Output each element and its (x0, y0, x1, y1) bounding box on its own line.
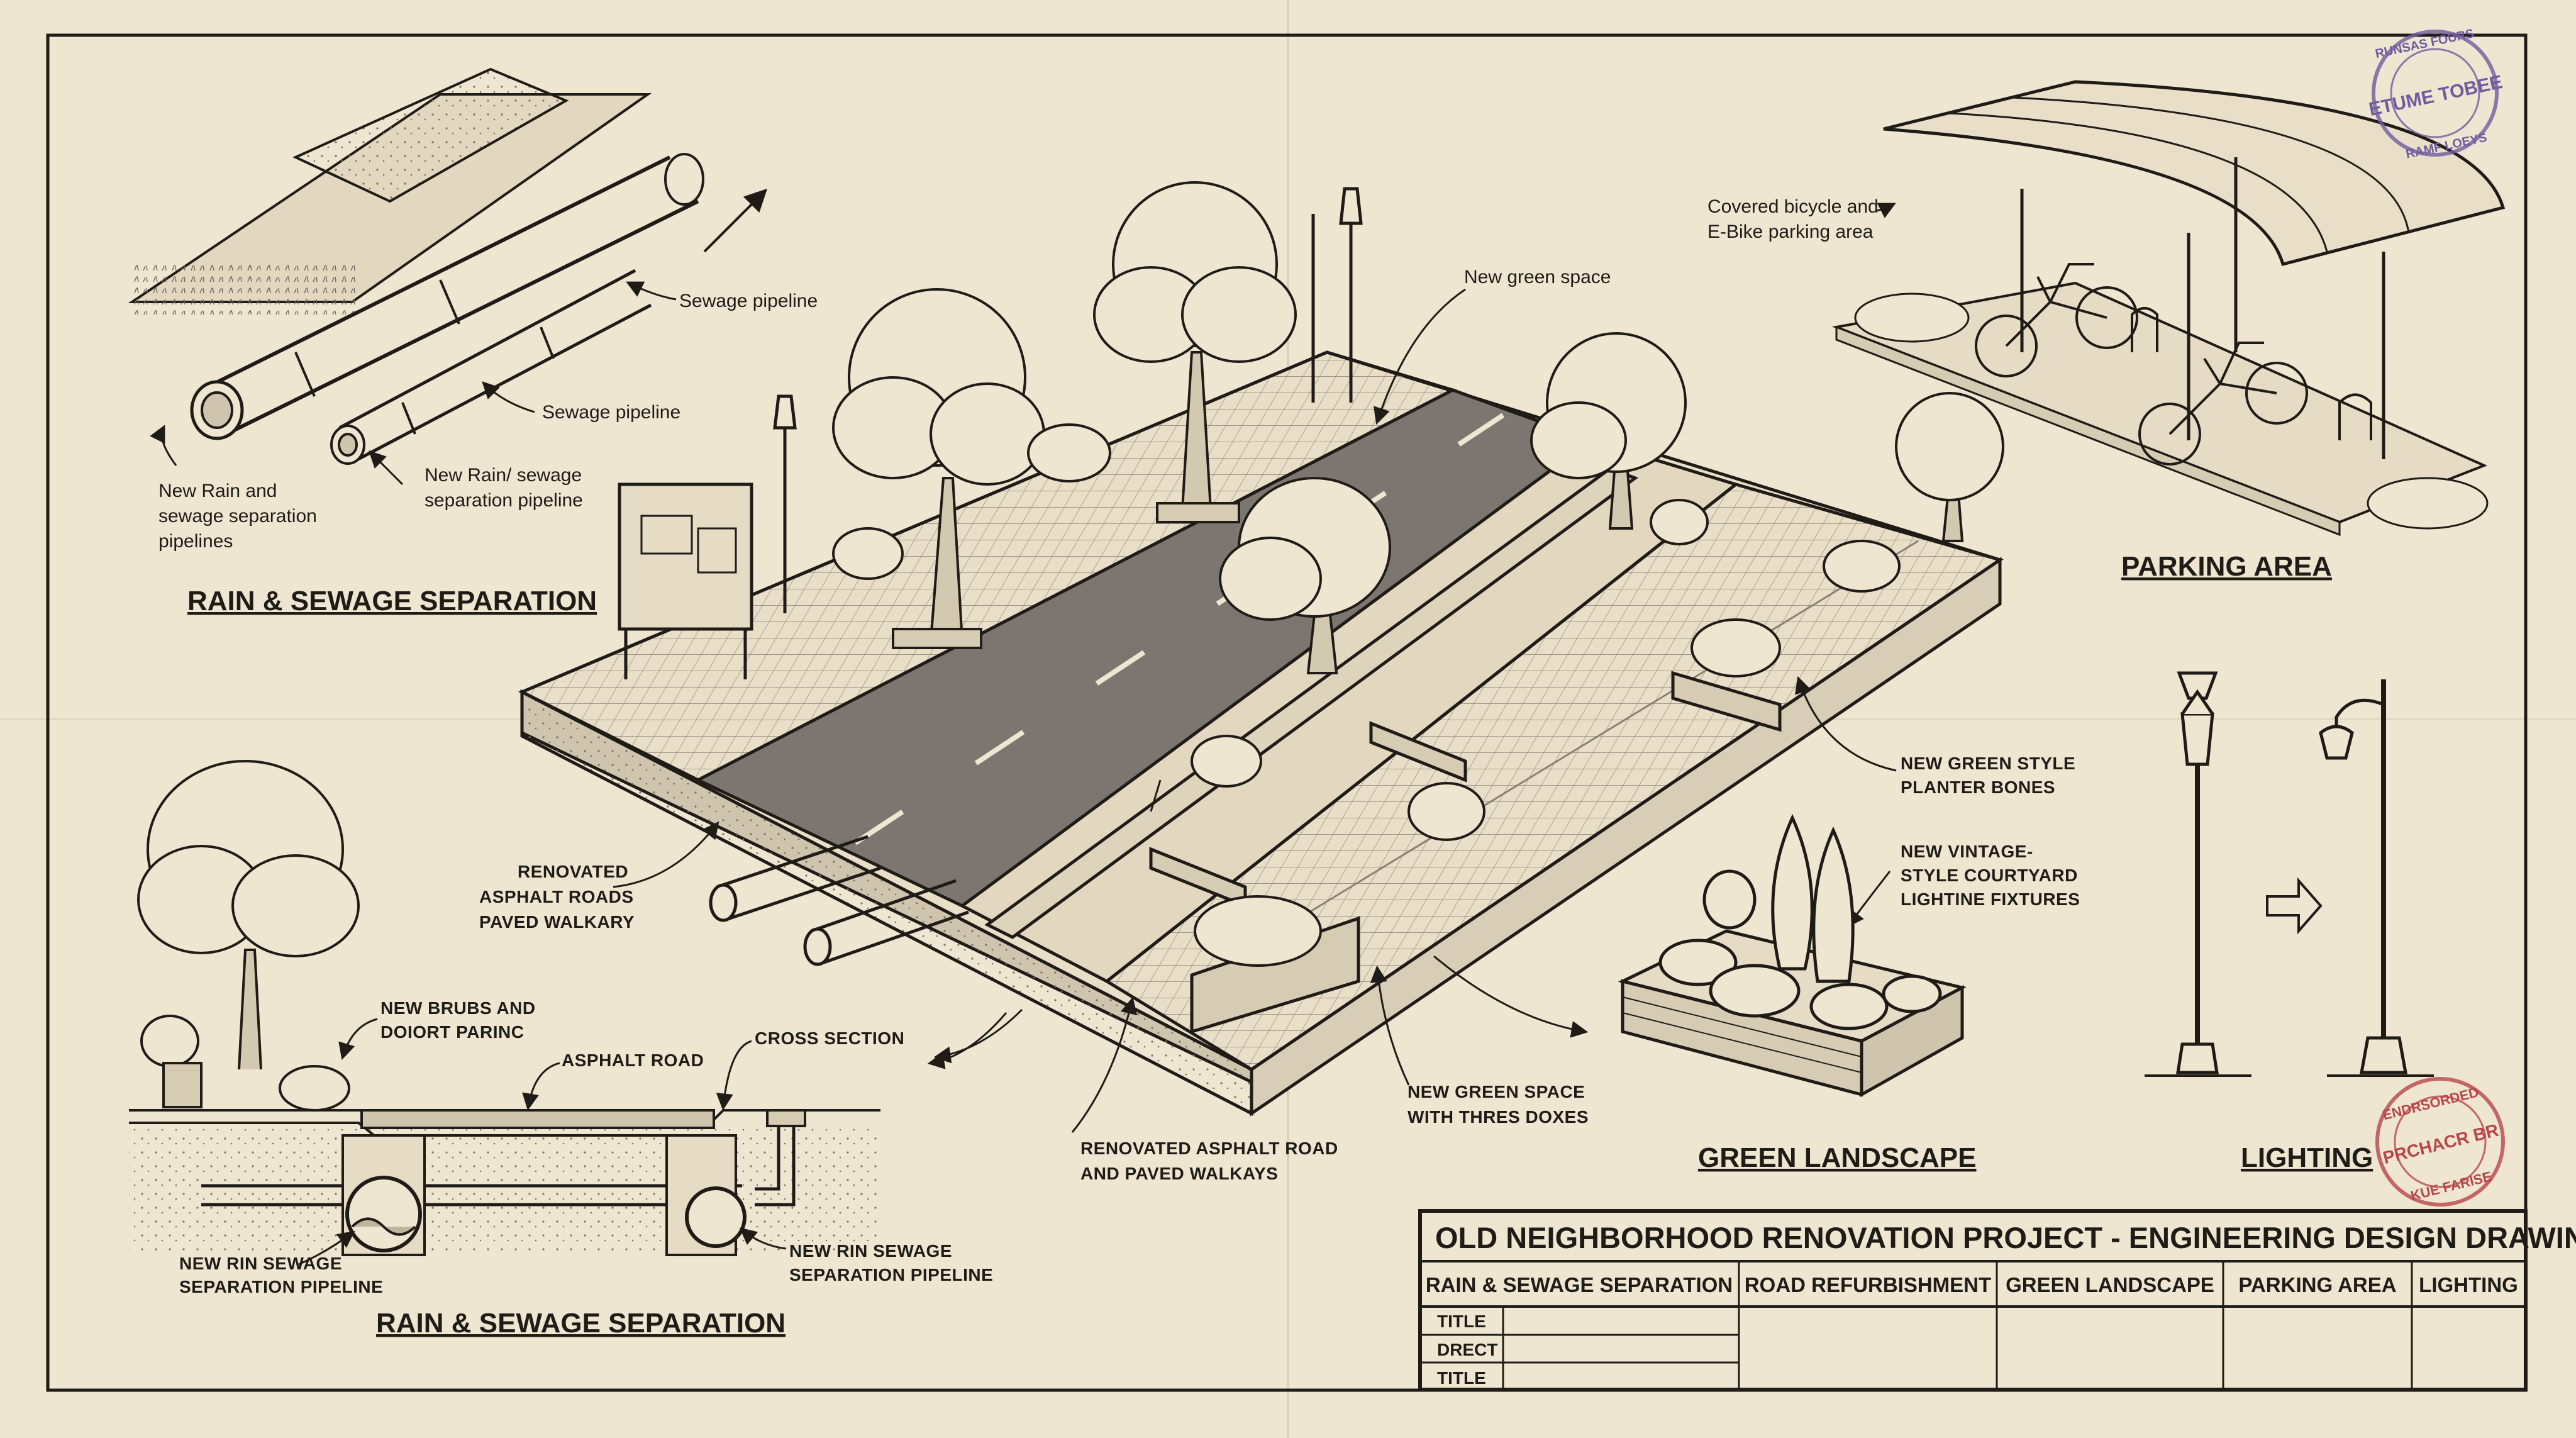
title-block-col-road: ROAD REFURBISHMENT (1745, 1273, 1991, 1296)
title-block-row-1: TITLE (1437, 1312, 1486, 1331)
callout-planter-1: NEW GREEN STYLE (1901, 754, 2075, 773)
tree-5 (1895, 392, 2004, 542)
title-block-col-green: GREEN LANDSCAPE (2006, 1273, 2214, 1296)
stamp-purple-center: ETUME TOBEE (2367, 72, 2504, 120)
parking-leader (1877, 203, 1896, 218)
callout-pipe-right-2: SEPARATION PIPELINE (789, 1265, 993, 1285)
callout-green-boxes-1: NEW GREEN SPACE (1407, 1082, 1585, 1101)
callout-renovated-road-1: RENOVATED ASPHALT ROAD (1080, 1139, 1338, 1158)
callout-renovated-2: ASPHALT ROADS (479, 887, 634, 906)
trees-and-planters (832, 181, 2004, 967)
heading-rain-sewage-bottom: RAIN & SEWAGE SEPARATION (376, 1308, 786, 1339)
notice-board (618, 482, 753, 679)
stamp-red-center: PRCHACR BR (2381, 1120, 2501, 1168)
title-block-col-lighting: LIGHTING (2419, 1273, 2518, 1296)
street-lamps (773, 187, 1363, 613)
callout-parking-2: E-Bike parking area (1707, 221, 1874, 242)
bicycle-1 (1975, 263, 2138, 377)
landscape-planter (1618, 813, 1967, 1098)
heading-rain-sewage-top: RAIN & SEWAGE SEPARATION (187, 586, 597, 616)
callout-sewage-pipeline-1: Sewage pipeline (679, 291, 818, 311)
lighting-detail (2145, 671, 2434, 1077)
callout-lighting-1: NEW VINTAGE- (1901, 842, 2033, 861)
bicycle-2 (2138, 342, 2308, 465)
callout-cross-section: CROSS SECTION (755, 1028, 904, 1048)
callout-pipe-left-1: NEW RIN SEWAGE (179, 1254, 342, 1273)
callout-renovated-3: PAVED WALKARY (479, 912, 635, 932)
callout-shrubs-1: NEW BRUBS AND (380, 998, 536, 1018)
tree-1 (832, 288, 1045, 649)
cross-section-leaders (298, 1008, 1023, 1266)
stamp-red-bottom: KUE FARISE (2409, 1168, 2493, 1203)
callout-new-pipelines-1: New Rain and (158, 481, 277, 501)
tree-2 (1093, 181, 1297, 523)
tree-3 (1219, 477, 1391, 674)
title-block (1418, 1209, 2528, 1391)
callout-lighting-3: LIGHTINE FIXTURES (1901, 889, 2080, 909)
callout-parking-1: Covered bicycle and (1707, 196, 1879, 217)
pipeline-sketch (128, 67, 768, 465)
callout-renovated-1: RENOVATED (518, 862, 628, 881)
large-pipe (190, 153, 704, 440)
callout-new-pipeline-1: New Rain/ sewage (425, 465, 582, 486)
title-block-row-3: TITLE (1437, 1368, 1486, 1388)
heading-lighting: LIGHTING (2241, 1142, 2373, 1173)
callout-renovated-road-2: AND PAVED WALKAYS (1080, 1164, 1278, 1183)
parking-shelter (1831, 80, 2506, 537)
callout-green-boxes-2: WITH THRES DOXES (1407, 1107, 1589, 1127)
callout-sewage-pipeline-2: Sewage pipeline (542, 402, 680, 423)
callout-lighting-2: STYLE COURTYARD (1901, 866, 2078, 885)
heading-parking-area: PARKING AREA (2121, 551, 2332, 582)
title-block-title: OLD NEIGHBORHOOD RENOVATION PROJECT - EN… (1435, 1221, 2576, 1254)
callout-pipe-right-1: NEW RIN SEWAGE (789, 1241, 952, 1261)
callout-new-pipelines-3: pipelines (158, 531, 233, 552)
callout-new-pipeline-2: separation pipeline (425, 490, 583, 511)
title-block-col-parking: PARKING AREA (2238, 1273, 2396, 1296)
callout-new-green-space: New green space (1464, 267, 1611, 287)
road-block (518, 350, 2004, 1117)
road-pipes (709, 835, 969, 966)
cross-section (129, 760, 880, 1256)
road-leaders (613, 288, 1897, 1133)
title-block-col-rain-sewage: RAIN & SEWAGE SEPARATION (1426, 1273, 1733, 1296)
callout-new-pipelines-2: sewage separation (158, 506, 317, 527)
pipeline-leaders (150, 281, 677, 486)
stamp-red: ENDRSORDED PRCHACR BR KUE FARISE (2375, 1077, 2505, 1207)
callout-pipe-left-2: SEPARATION PIPELINE (179, 1277, 383, 1296)
title-block-row-2: DRECT (1437, 1340, 1497, 1359)
tree-4 (1530, 332, 1687, 530)
heading-green-landscape: GREEN LANDSCAPE (1698, 1142, 1977, 1173)
callout-shrubs-2: DOIORT PARINC (380, 1022, 524, 1042)
callout-asphalt-road: ASPHALT ROAD (562, 1051, 704, 1070)
callout-planter-2: PLANTER BONES (1901, 778, 2055, 797)
small-pipe (330, 269, 652, 465)
